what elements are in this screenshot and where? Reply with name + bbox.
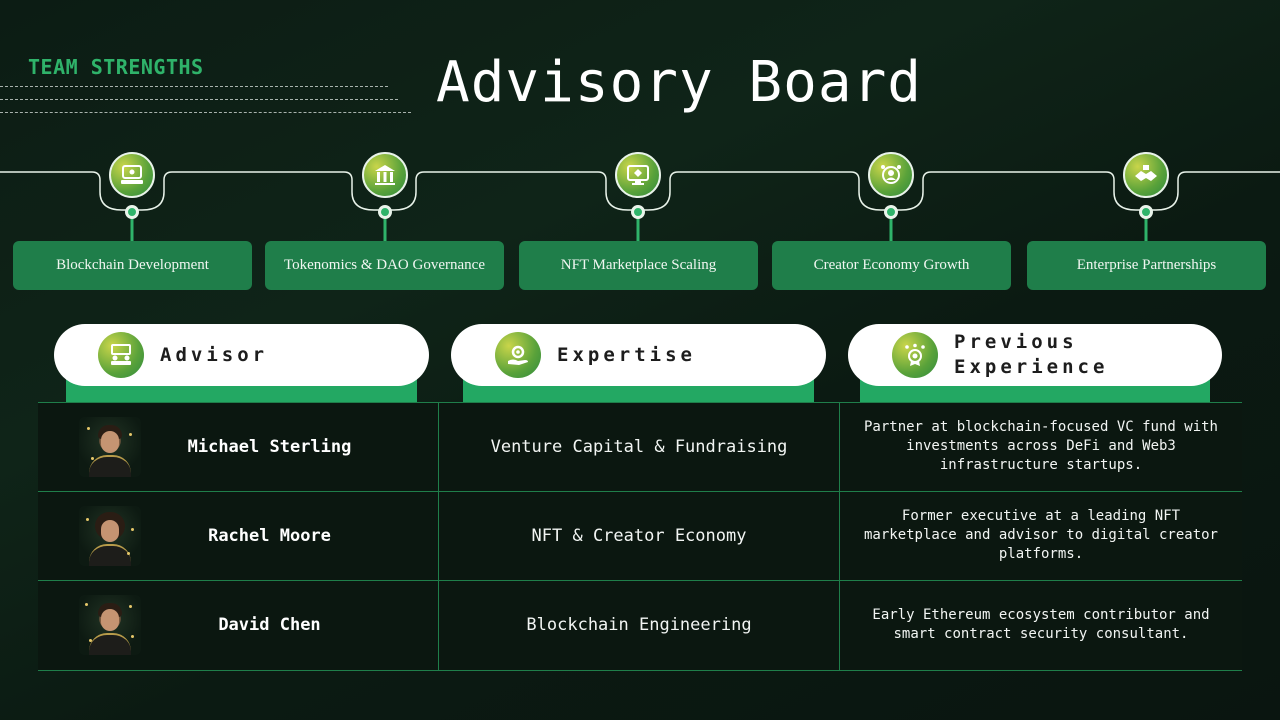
- column-header-previous-experience: Previous Experience: [848, 324, 1222, 402]
- advisory-table: Michael Sterling Venture Capital & Fundr…: [38, 402, 1242, 671]
- advisor-meeting-icon: [98, 332, 144, 378]
- timeline-dot: [125, 205, 139, 219]
- advisor-previous-experience: Early Ethereum ecosystem contributor and…: [872, 607, 1210, 643]
- strength-pill-creator-economy: Creator Economy Growth: [772, 241, 1011, 290]
- strength-pill-tokenomics: Tokenomics & DAO Governance: [265, 241, 504, 290]
- advisor-previous-experience: Partner at blockchain-focused VC fund wi…: [863, 419, 1218, 474]
- advisor-expertise: Blockchain Engineering: [526, 615, 752, 636]
- creator-network-icon: [868, 152, 914, 198]
- table-row: Michael Sterling Venture Capital & Fundr…: [38, 402, 1242, 492]
- column-header-expertise: Expertise: [451, 324, 826, 402]
- timeline-dot: [1139, 205, 1153, 219]
- advisor-previous-experience: Former executive at a leading NFT market…: [863, 508, 1218, 563]
- timeline-dot: [884, 205, 898, 219]
- developer-desk-icon: [109, 152, 155, 198]
- timeline-dot: [378, 205, 392, 219]
- advisor-name: Rachel Moore: [208, 525, 331, 546]
- timeline-dot: [631, 205, 645, 219]
- table-row: Rachel Moore NFT & Creator Economy Forme…: [38, 491, 1242, 581]
- strength-pill-enterprise-partnerships: Enterprise Partnerships: [1027, 241, 1266, 290]
- strength-pill-nft-marketplace: NFT Marketplace Scaling: [519, 241, 758, 290]
- experience-award-icon: [892, 332, 938, 378]
- governance-building-icon: [362, 152, 408, 198]
- avatar: [79, 416, 141, 477]
- column-header-label: Previous Experience: [954, 331, 1109, 378]
- avatar: [79, 505, 141, 566]
- advisor-name: Michael Sterling: [187, 436, 352, 457]
- page-title: Advisory Board: [436, 50, 923, 115]
- advisor-expertise: NFT & Creator Economy: [531, 525, 747, 546]
- advisor-name: David Chen: [218, 615, 321, 636]
- table-row: David Chen Blockchain Engineering Early …: [38, 581, 1242, 671]
- avatar: [79, 595, 141, 656]
- column-header-label: Advisor: [160, 343, 269, 366]
- section-kicker: TEAM STRENGTHS: [28, 55, 204, 79]
- divider-line: [0, 112, 411, 113]
- divider-line: [0, 86, 388, 87]
- divider-line: [0, 99, 398, 100]
- advisor-expertise: Venture Capital & Fundraising: [490, 436, 788, 457]
- column-header-label: Expertise: [557, 343, 696, 366]
- column-header-advisor: Advisor: [54, 324, 429, 402]
- strength-pill-blockchain-development: Blockchain Development: [13, 241, 252, 290]
- expertise-gear-hand-icon: [495, 332, 541, 378]
- handshake-icon: [1123, 152, 1169, 198]
- nft-monitor-icon: [615, 152, 661, 198]
